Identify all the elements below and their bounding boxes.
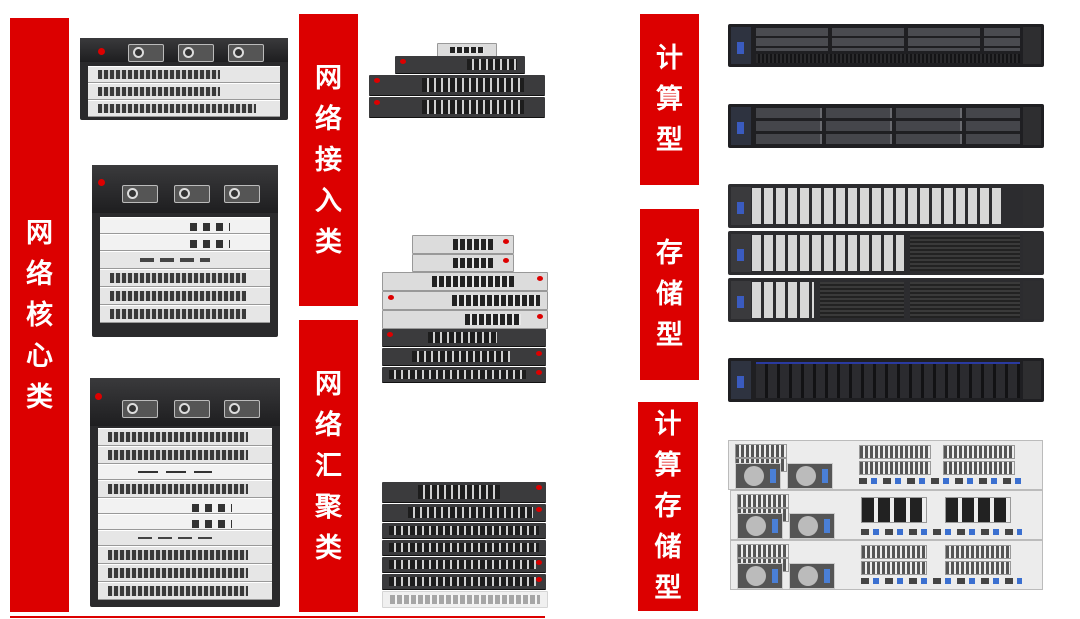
label-char: 型 bbox=[654, 573, 682, 604]
label-char: 络 bbox=[26, 258, 53, 290]
label-char: 络 bbox=[315, 103, 342, 135]
label-char: 接 bbox=[315, 144, 342, 176]
label-char: 聚 bbox=[315, 491, 342, 523]
core-switch-chassis-large-image bbox=[90, 378, 280, 607]
label-char: 存 bbox=[654, 491, 682, 522]
2u-storage-server-stack-image bbox=[728, 184, 1044, 323]
1u-server-8-bay-image bbox=[728, 24, 1044, 67]
label-char: 型 bbox=[656, 125, 683, 156]
server-rear-panel-stack-image bbox=[728, 440, 1043, 590]
label-char: 类 bbox=[315, 532, 342, 564]
label-char: 型 bbox=[656, 320, 683, 351]
category-label-network-core: 网 络 核 心 类 bbox=[10, 18, 69, 612]
label-char: 类 bbox=[26, 381, 53, 413]
label-char: 算 bbox=[656, 84, 683, 115]
label-char: 储 bbox=[656, 279, 683, 310]
label-char: 汇 bbox=[315, 450, 342, 482]
label-char: 计 bbox=[656, 43, 683, 74]
category-label-compute-storage: 计 算 存 储 型 bbox=[638, 402, 698, 611]
label-char: 网 bbox=[315, 368, 342, 400]
label-char: 储 bbox=[654, 532, 682, 563]
category-label-compute: 计 算 型 bbox=[640, 14, 699, 185]
access-switch-stack-small-image bbox=[365, 43, 560, 118]
label-char: 类 bbox=[315, 226, 342, 258]
category-label-network-aggregation: 网 络 汇 聚 类 bbox=[299, 320, 358, 612]
aggregation-switch-stack-image bbox=[380, 482, 548, 608]
category-label-storage: 存 储 型 bbox=[640, 209, 699, 380]
access-switch-stack-large-image bbox=[380, 235, 548, 383]
label-char: 计 bbox=[654, 409, 682, 440]
core-switch-chassis-medium-image bbox=[92, 165, 278, 337]
label-char: 网 bbox=[26, 217, 53, 249]
core-switch-chassis-small-image bbox=[80, 38, 288, 120]
2u-server-24-bay-image bbox=[728, 358, 1044, 402]
label-char: 络 bbox=[315, 409, 342, 441]
bottom-divider bbox=[10, 616, 545, 618]
label-char: 算 bbox=[654, 450, 682, 481]
label-char: 心 bbox=[26, 340, 53, 372]
label-char: 网 bbox=[315, 62, 342, 94]
label-char: 入 bbox=[315, 185, 342, 217]
1u-server-12-bay-image bbox=[728, 104, 1044, 148]
label-char: 存 bbox=[656, 238, 683, 269]
label-char: 核 bbox=[26, 299, 53, 331]
category-label-network-access: 网 络 接 入 类 bbox=[299, 14, 358, 306]
